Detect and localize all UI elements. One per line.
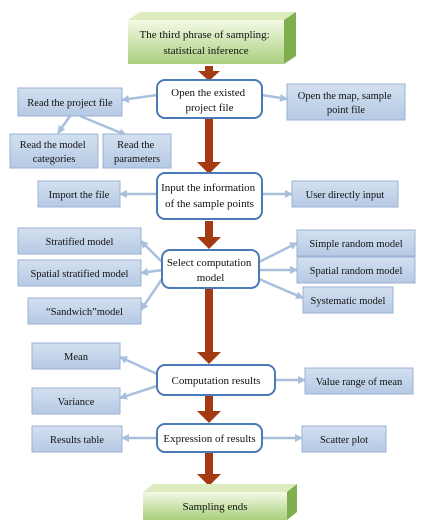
side-box-read-project: Read the project file xyxy=(17,87,123,117)
svg-text:Computation results: Computation results xyxy=(172,375,261,387)
svg-text:Expression of results: Expression of results xyxy=(163,433,255,445)
connector-select-to-stratified xyxy=(140,240,163,263)
side-box-value-range: Value range of mean xyxy=(304,367,414,395)
main-step-computation-results: Computation results xyxy=(156,364,276,396)
side-box-read-categories: Read the model categories xyxy=(9,133,99,169)
svg-text:Import the file: Import the file xyxy=(49,190,110,201)
side-box-spatial-stratified: Spatial stratified model xyxy=(17,259,142,287)
connector-open-to-read-project xyxy=(121,93,158,103)
arrow-select-to-results xyxy=(197,288,221,364)
svg-text:Open the map, sample poi: Open the map, sample point file xyxy=(298,91,395,116)
connector-select-to-sandwich xyxy=(139,278,164,311)
connector-select-to-systematic xyxy=(258,277,304,300)
start-box: The third phrase of sampling: statistica… xyxy=(128,12,296,64)
side-box-read-parameters: Read the parameters xyxy=(102,133,172,169)
arrow-expression-to-end xyxy=(197,452,221,486)
side-box-simple-random: Simple random model xyxy=(296,229,416,257)
connector-select-to-simple-random xyxy=(258,241,298,264)
svg-text:Read the model categorie: Read the model categories xyxy=(20,140,89,165)
arrow-input-to-select xyxy=(197,221,221,249)
svg-text:Simple random model: Simple random model xyxy=(309,239,402,250)
svg-text:Spatial random model: Spatial random model xyxy=(310,266,403,277)
connector-results-to-mean xyxy=(119,355,158,376)
start-label: The third phrase of sampling: statistica… xyxy=(140,29,273,57)
main-step-select-model: Select computation model xyxy=(161,249,260,289)
side-box-sandwich: “Sandwich”model xyxy=(27,297,142,325)
connector-results-to-variance xyxy=(119,384,158,400)
main-step-open-project: Open the existed project file xyxy=(156,79,263,119)
side-box-stratified: Stratified model xyxy=(17,227,142,255)
main-step-expression-results: Expression of results xyxy=(156,423,263,453)
side-box-mean: Mean xyxy=(31,342,121,370)
side-box-spatial-random: Spatial random model xyxy=(296,256,416,284)
connector-select-to-spatial-stratified xyxy=(140,268,163,276)
connector-read-project-to-parameters xyxy=(79,114,127,137)
arrow-start-to-open xyxy=(198,66,220,81)
arrow-results-to-expression xyxy=(197,394,221,423)
svg-text:Read the parameters: Read the parameters xyxy=(114,140,160,165)
side-box-systematic: Systematic model xyxy=(302,286,394,314)
side-box-scatter-plot: Scatter plot xyxy=(301,425,387,453)
svg-text:Results table: Results table xyxy=(50,435,104,446)
side-box-results-table: Results table xyxy=(31,425,123,453)
side-box-open-map: Open the map, sample point file xyxy=(286,83,406,121)
connector-read-project-to-categories xyxy=(56,115,72,134)
main-step-input-info: Input the information of the sample poin… xyxy=(156,172,263,220)
svg-text:Open the existed project: Open the existed project file xyxy=(171,87,248,114)
svg-text:Mean: Mean xyxy=(64,352,89,363)
connector-open-to-open-map xyxy=(261,93,288,102)
svg-text:Spatial stratified model: Spatial stratified model xyxy=(31,269,129,280)
svg-text:Stratified model: Stratified model xyxy=(46,237,114,248)
svg-text:Select computation model: Select computation model xyxy=(167,257,254,284)
main-flow-arrows xyxy=(197,66,221,486)
svg-text:Value range of mean: Value range of mean xyxy=(316,377,403,388)
side-box-variance: Variance xyxy=(31,387,121,415)
side-connectors xyxy=(56,93,306,442)
svg-text:Scatter plot: Scatter plot xyxy=(320,435,368,446)
end-label: Sampling ends xyxy=(182,501,247,513)
svg-text:Input the information of: Input the information of the sample poin… xyxy=(161,182,258,210)
end-box: Sampling ends xyxy=(143,484,297,520)
svg-text:User directly input: User directly input xyxy=(306,190,385,201)
side-box-import-file: Import the file xyxy=(37,180,121,208)
svg-text:Systematic model: Systematic model xyxy=(311,296,386,307)
svg-text:Read the project file: Read the project file xyxy=(27,98,113,109)
svg-text:“Sandwich”model: “Sandwich”model xyxy=(46,307,123,318)
svg-text:Variance: Variance xyxy=(58,397,95,408)
side-box-user-input: User directly input xyxy=(291,180,399,208)
arrow-open-to-input xyxy=(197,118,221,174)
